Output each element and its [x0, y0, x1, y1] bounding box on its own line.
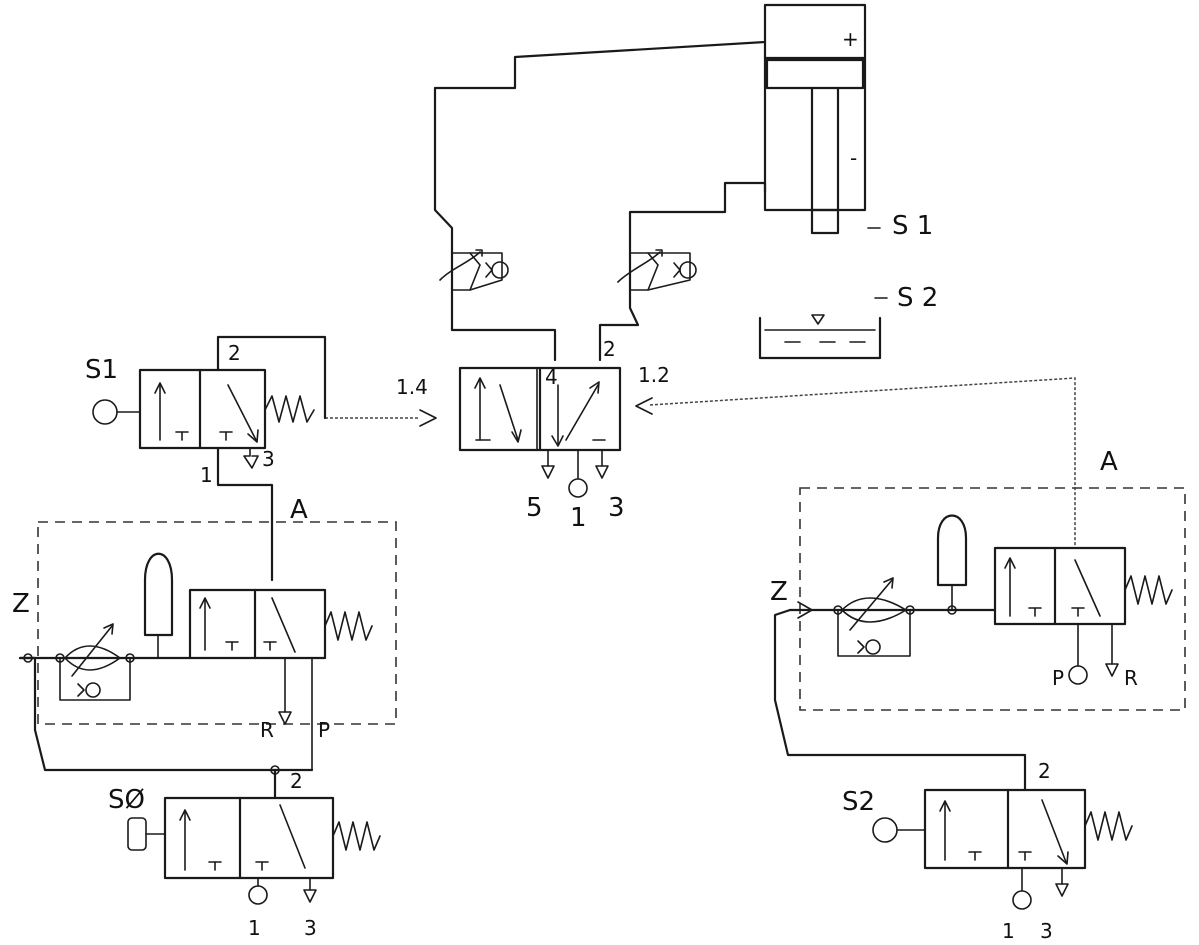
valve-s0: SØ 2 1 3	[108, 768, 381, 940]
main-valve-port-4-label: 4	[545, 365, 558, 389]
valve-s1-port-3-label: 3	[262, 447, 275, 471]
valve-s1: S1 2 1 3	[85, 335, 327, 582]
cylinder-minus-label: -	[850, 146, 857, 170]
pilot-line-12	[649, 377, 1076, 560]
flow-control-valve-right	[617, 249, 697, 291]
valve-s2-port-1-label: 1	[1002, 919, 1015, 943]
main-valve-port-5-label: 5	[526, 493, 543, 523]
valve-s2: S2 2 1 3	[842, 759, 1133, 943]
line-s0-to-z	[18, 656, 277, 772]
line-s2-to-z	[773, 608, 1027, 792]
valve-s2-port-3-label: 3	[1040, 919, 1053, 943]
time-delay-group-left: A Z R P	[12, 495, 397, 771]
valve-s1-port-1-label: 1	[200, 463, 213, 487]
main-valve-port-1-label: 1	[570, 503, 587, 533]
main-valve-port-2-label: 2	[603, 337, 616, 361]
left-group-port-a-label: A	[290, 495, 308, 525]
line-cylinder-minus	[598, 181, 767, 362]
right-group-port-p-label: P	[1052, 666, 1064, 690]
limit-switch-s2-label: S 2	[897, 283, 938, 313]
right-group-port-z-label: Z	[770, 577, 788, 607]
time-delay-group-right: A Z P R	[770, 447, 1186, 711]
left-group-port-z-label: Z	[12, 589, 30, 619]
tank-symbol	[758, 314, 882, 360]
valve-s1-label: S1	[85, 355, 118, 385]
left-group-port-r-label: R	[260, 718, 274, 742]
main-5-2-valve: 4 2 5 1 3 1.4 1.2	[396, 337, 670, 533]
valve-s0-port-3-label: 3	[304, 916, 317, 940]
main-valve-port-3-label: 3	[608, 493, 625, 523]
flow-control-valve-left	[439, 249, 509, 291]
limit-switch-markers: S 1 S 2	[867, 211, 938, 313]
valve-s0-port-2-label: 2	[290, 769, 303, 793]
main-valve-pilot-12-label: 1.2	[638, 363, 670, 387]
left-group-port-p-label: P	[318, 718, 330, 742]
line-cylinder-plus	[433, 40, 767, 362]
limit-switch-s1-label: S 1	[892, 211, 933, 241]
right-group-port-a-label: A	[1100, 447, 1118, 477]
valve-s2-port-2-label: 2	[1038, 759, 1051, 783]
double-acting-cylinder: + -	[763, 3, 867, 235]
main-valve-pilot-14-label: 1.4	[396, 375, 428, 399]
valve-s0-label: SØ	[108, 785, 145, 815]
valve-s1-port-2-label: 2	[228, 341, 241, 365]
valve-s2-label: S2	[842, 787, 875, 817]
right-group-port-r-label: R	[1124, 666, 1138, 690]
valve-s0-port-1-label: 1	[248, 916, 261, 940]
cylinder-plus-label: +	[842, 27, 859, 51]
